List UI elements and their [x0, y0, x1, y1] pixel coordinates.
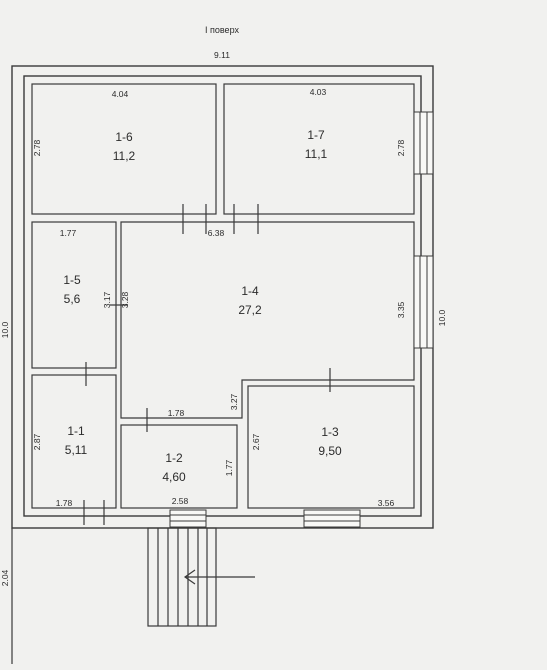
plan-title: I поверх — [205, 25, 239, 35]
room-1-3-area: 9,50 — [318, 444, 342, 458]
room-1-2-outline — [120, 424, 238, 509]
window-1-7 — [413, 111, 434, 175]
room-1-4-area: 27,2 — [238, 303, 262, 317]
room-1-5-outline — [31, 221, 117, 369]
room-1-2-id: 1-2 — [165, 451, 183, 465]
window-1-3 — [303, 509, 361, 528]
dim-room-1-2-width-bottom: 2.58 — [172, 496, 189, 506]
room-1-3-id: 1-3 — [321, 425, 339, 439]
dim-room-1-6-width: 4.04 — [112, 89, 129, 99]
window-1-4 — [413, 255, 434, 349]
room-1-4-outline — [120, 221, 415, 419]
dim-hall-height: 3.35 — [396, 301, 406, 318]
dim-right-total: 10.0 — [437, 309, 447, 326]
dim-room-1-3-width: 3.56 — [378, 498, 395, 508]
room-1-3-outline — [247, 385, 415, 509]
dim-room-1-5-width: 1.77 — [60, 228, 77, 238]
dim-room-1-2-height: 1.77 — [224, 459, 234, 476]
dim-room-1-3-height-b: 2.67 — [251, 433, 261, 450]
dim-room-1-5-height-a: 3.17 — [102, 291, 112, 308]
dim-room-1-1-height: 2.87 — [32, 433, 42, 450]
room-1-7-area: 11,1 — [305, 147, 328, 161]
room-1-6-id: 1-6 — [115, 130, 133, 144]
windows — [169, 111, 434, 528]
dim-room-1-7-height: 2.78 — [396, 139, 406, 156]
dim-room-1-2-width-top: 1.78 — [168, 408, 185, 418]
dim-left-total: 10.0 — [0, 321, 10, 338]
room-1-5-id: 1-5 — [63, 273, 81, 287]
room-1-1-outline — [31, 374, 117, 509]
dim-room-1-7-width: 4.03 — [310, 87, 327, 97]
room-1-4-id: 1-4 — [241, 284, 259, 298]
room-1-2-area: 4,60 — [162, 470, 186, 484]
dim-room-1-1-width: 1.78 — [56, 498, 73, 508]
room-1-7-id: 1-7 — [307, 128, 325, 142]
door-marks — [83, 204, 331, 525]
entrance-arrow-icon — [183, 569, 255, 585]
dim-porch-height: 2.04 — [0, 569, 10, 586]
dim-room-1-5-height-b: 3.28 — [120, 291, 130, 308]
window-1-2 — [169, 509, 207, 528]
room-1-1-area: 5,11 — [65, 443, 88, 457]
room-1-6-area: 11,2 — [113, 149, 136, 163]
dim-hall-width: 6.38 — [208, 228, 225, 238]
room-1-5-area: 5,6 — [64, 292, 81, 306]
room-1-1-id: 1-1 — [67, 424, 85, 438]
dim-room-1-6-height: 2.78 — [32, 139, 42, 156]
dim-room-1-3-height-a: 3.27 — [229, 393, 239, 410]
dim-top-total: 9.11 — [214, 50, 230, 60]
room-1-6-outline — [31, 83, 217, 215]
dimension-labels: 9.11 10.0 10.0 2.04 4.04 2.78 4.03 2.78 … — [0, 50, 447, 586]
room-labels: 1-6 11,2 1-7 11,1 1-5 5,6 1-4 27,2 1-1 5… — [63, 128, 342, 484]
